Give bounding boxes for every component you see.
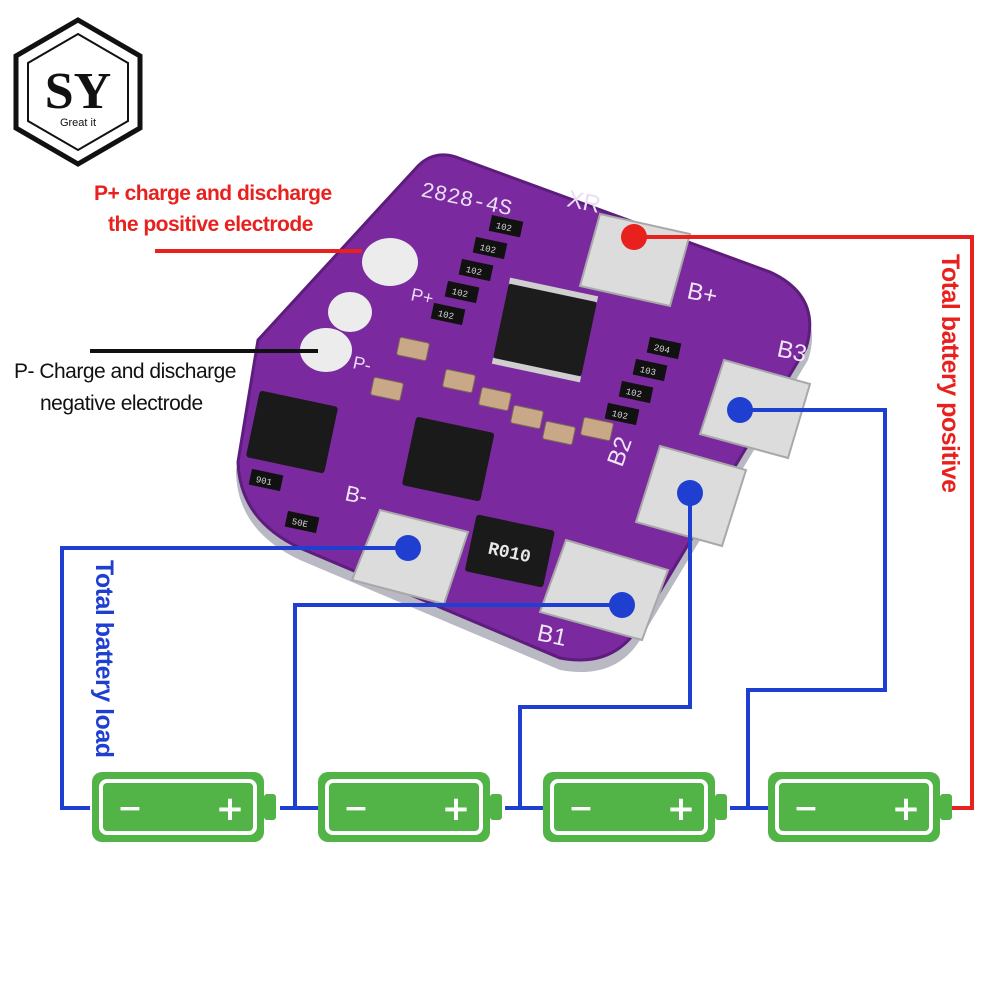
b3-wire (730, 408, 887, 810)
pad-b-plus-label: B+ (685, 277, 720, 310)
pad-b1-label: B1 (535, 619, 569, 652)
battery-terminal-cap (264, 794, 276, 820)
svg-text:102: 102 (437, 309, 455, 322)
battery-inner-outline (99, 779, 257, 835)
svg-text:102: 102 (611, 409, 629, 422)
p-plus-silk: P+ (409, 284, 435, 308)
battery-terminal-cap (715, 794, 727, 820)
b3-wire-dot (727, 397, 753, 423)
logo-letters: SY (45, 63, 111, 120)
protection-ic (491, 277, 599, 383)
battery-plus-sign: + (216, 789, 245, 829)
positive-wire (634, 235, 974, 810)
logo-tagline: Great it (60, 117, 96, 129)
battery-minus-sign: − (568, 791, 593, 826)
svg-text:901: 901 (255, 475, 273, 488)
battery-plus-sign: + (667, 789, 696, 829)
mosfet-left (246, 390, 338, 474)
battery-body (92, 772, 264, 842)
svg-text:102: 102 (479, 243, 497, 256)
total-positive-label: Total battery positive (936, 254, 964, 493)
battery-body (768, 772, 940, 842)
positive-wire-dot (621, 224, 647, 250)
battery-body (318, 772, 490, 842)
brand-logo: SY Great it (13, 17, 143, 167)
total-load-label: Total battery load (90, 560, 118, 758)
battery-terminal-cap (490, 794, 502, 820)
pad-b-minus-label: B- (343, 480, 370, 509)
svg-text:102: 102 (495, 221, 513, 234)
b1-wire-dot (609, 592, 635, 618)
battery-cell: −+ (768, 772, 952, 842)
battery-terminal-cap (940, 794, 952, 820)
load-wire (60, 546, 408, 810)
p-plus-label-line1: P+ charge and discharge (94, 182, 332, 205)
battery-body (543, 772, 715, 842)
smd-capacitors (370, 336, 614, 446)
battery-inner-outline (550, 779, 708, 835)
battery-plus-sign: + (442, 789, 471, 829)
p-plus-pads: P+ (362, 238, 435, 309)
battery-cells: −+−+−+−+ (92, 772, 952, 842)
battery-cell: −+ (92, 772, 276, 842)
smd-resistors: 102 102 102 102 102 204 103 102 102 901 … (248, 215, 682, 534)
battery-cell: −+ (543, 772, 727, 842)
battery-cell: −+ (318, 772, 502, 842)
p-minus-label-line2: negative electrode (40, 392, 203, 415)
load-wire-dot (395, 535, 421, 561)
b2-wire-dot (677, 480, 703, 506)
p-plus-label-line2: the positive electrode (108, 213, 313, 236)
svg-text:204: 204 (653, 343, 671, 356)
battery-inner-outline (775, 779, 933, 835)
svg-text:103: 103 (639, 365, 657, 378)
p-minus-label-line1: P- Charge and discharge (14, 360, 236, 383)
svg-text:102: 102 (465, 265, 483, 278)
battery-inner-outline (325, 779, 483, 835)
pcb-board: 2828-4S XR R010 102 102 102 102 102 204 (236, 153, 813, 673)
battery-minus-sign: − (117, 791, 142, 826)
battery-minus-sign: − (793, 791, 818, 826)
pad-b3-label: B3 (775, 335, 809, 368)
sense-resistor: R010 (465, 514, 555, 588)
pad-b1: B1 (535, 538, 670, 652)
p-minus-pads: P- (300, 292, 373, 376)
p-minus-silk: P- (351, 352, 373, 375)
battery-minus-sign: − (343, 791, 368, 826)
svg-text:102: 102 (625, 387, 643, 400)
svg-text:102: 102 (451, 287, 469, 300)
svg-text:50E: 50E (291, 517, 309, 530)
battery-plus-sign: + (892, 789, 921, 829)
mosfet-right (402, 417, 495, 502)
